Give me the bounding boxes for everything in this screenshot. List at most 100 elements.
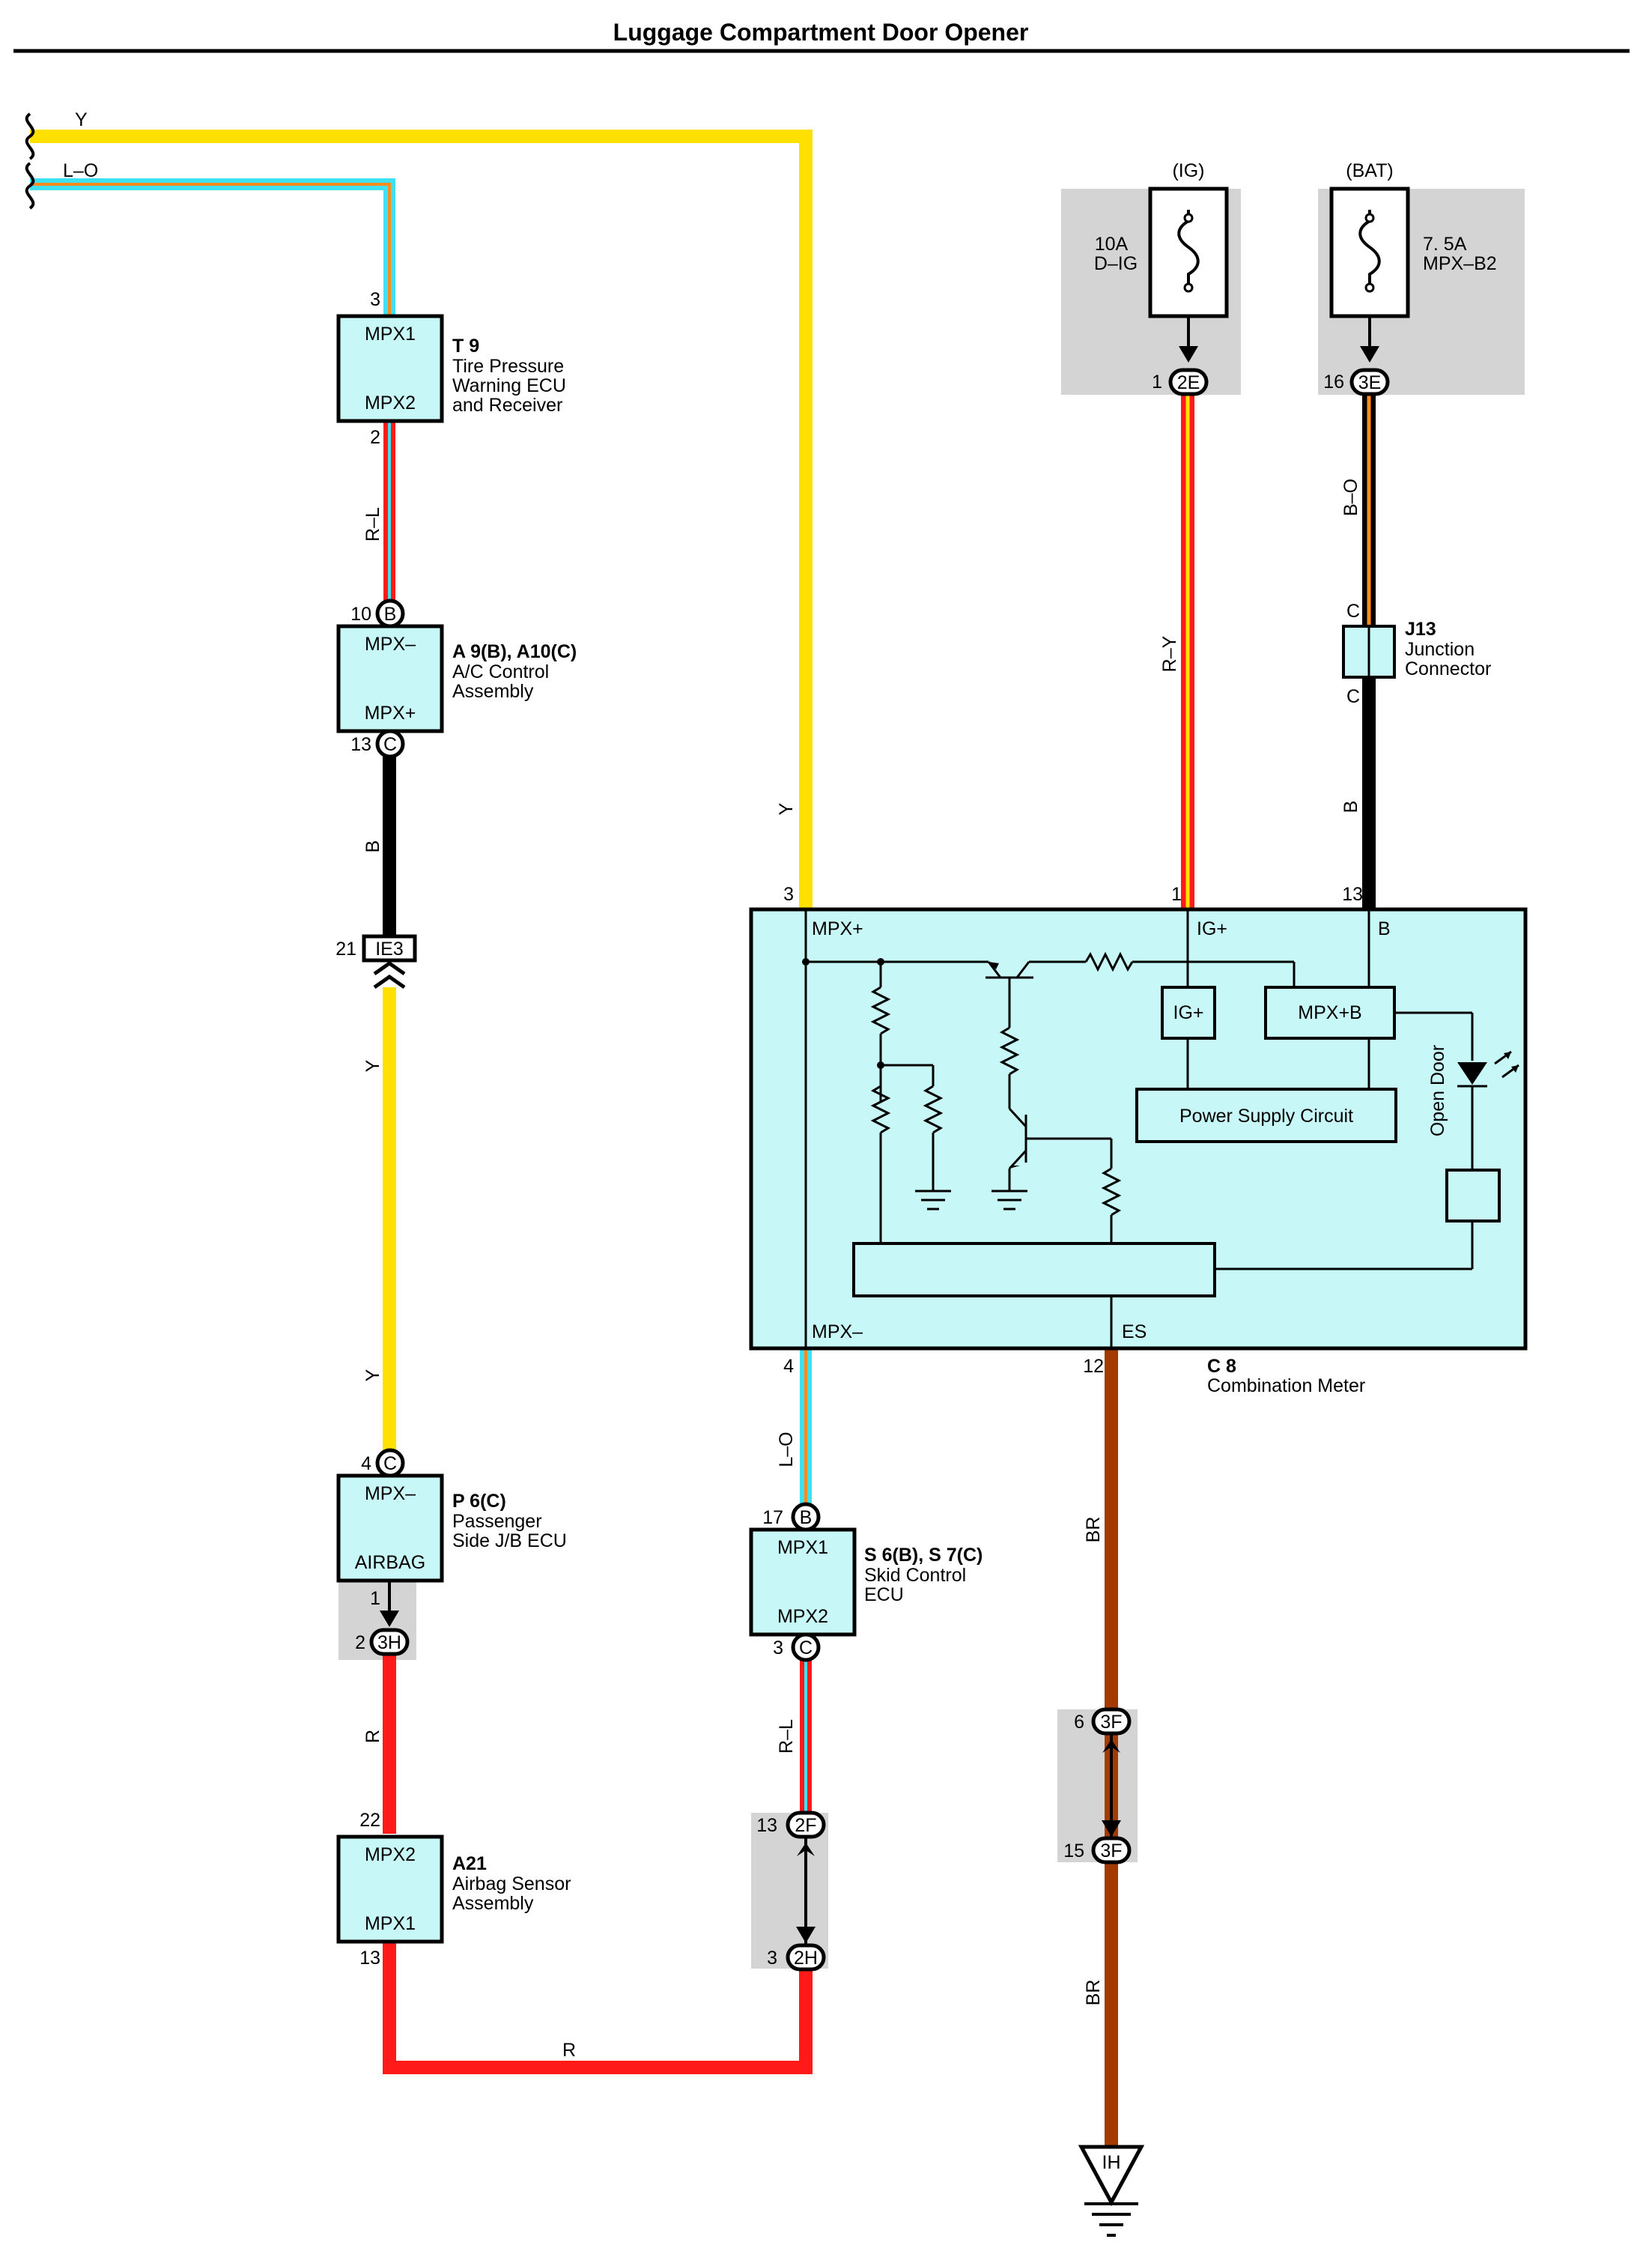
s6-connector-bottom	[791, 1632, 821, 1662]
fuse-ig-rating: 10A	[1095, 234, 1129, 255]
c8-open-door: Open Door	[1427, 1045, 1448, 1136]
wire-label-y-left2: Y	[362, 1369, 383, 1381]
a21-pin-top: 22	[359, 1810, 380, 1831]
component-c8: 3 1 13 4 12 MPX+ IG+ B MPX– ES C 8 Combi…	[749, 884, 1528, 1396]
c8-transistor-2-icon	[1008, 1107, 1111, 1191]
t9-code: T 9	[452, 336, 479, 357]
component-p6: C 4 MPX– AIRBAG 1 3H 2 P 6(C) Passenger …	[336, 1448, 567, 1656]
s6-pin-bottom: 3	[773, 1637, 783, 1658]
connector-ie3: IE3 21	[335, 934, 417, 990]
c8-inner-ig: IG+	[1173, 1002, 1204, 1023]
p6-3h-pin: 2	[355, 1632, 365, 1653]
page-title: Luggage Compartment Door Opener	[613, 19, 1029, 46]
ground-ih-label: IH	[1102, 2152, 1121, 2173]
c8-ig-plus: IG+	[1197, 918, 1227, 939]
fuse-ig-arrow-icon	[1179, 346, 1198, 363]
connector-2h-pin: 3	[767, 1948, 777, 1969]
wire-label-br1: BR	[1083, 1517, 1104, 1543]
a9-desc2: Assembly	[452, 681, 534, 702]
component-a21: MPX2 MPX1 22 13 A21 Airbag Sensor Assemb…	[336, 1810, 571, 1969]
wire-label-br2: BR	[1083, 1980, 1104, 2006]
wire-label-lo-top: L–O	[63, 160, 98, 181]
c8-mpx-minus: MPX–	[812, 1321, 863, 1342]
j13-code: J13	[1405, 619, 1436, 640]
ie3-chevron-icon	[373, 960, 406, 990]
fuse-bat-connector	[1349, 368, 1390, 396]
wire-label-ry: R–Y	[1159, 635, 1180, 672]
t9-top-terminal: MPX1	[365, 324, 416, 345]
wire-label-y-mid: Y	[776, 802, 797, 815]
a9-pin-bottom: 13	[350, 734, 371, 755]
connector-3f-chevron-icon	[1102, 1739, 1120, 1753]
p6-bottom-terminal: AIRBAG	[355, 1552, 425, 1573]
wire-label-bo: B–O	[1340, 479, 1361, 516]
connector-3f-bottom-pin: 15	[1063, 1840, 1084, 1861]
fuse-bat-rating: 7. 5A	[1423, 234, 1467, 255]
p6-code: P 6(C)	[452, 1491, 506, 1512]
c8-b: B	[1378, 918, 1391, 939]
p6-top-terminal: MPX–	[365, 1483, 416, 1504]
ie3-label: IE3	[375, 939, 404, 960]
c8-ground-1-icon	[915, 1190, 951, 1211]
p6-3h-connector	[369, 1628, 410, 1656]
s6-connector-top	[791, 1502, 821, 1532]
connector-2h-arrow-icon	[796, 1927, 816, 1943]
wire-label-y-left1: Y	[362, 1059, 383, 1072]
connector-2h	[786, 1943, 826, 1972]
ground-ih: IH	[1078, 2145, 1145, 2237]
p6-conn-top-label: C	[383, 1453, 397, 1474]
3f-connector-block	[1057, 1709, 1138, 1862]
connector-3f-pair: 3F 6 3F 15	[1063, 1707, 1132, 1864]
ie3-pin: 21	[335, 939, 356, 960]
c8-transistor-1-icon	[986, 960, 1086, 979]
a21-top-terminal: MPX2	[365, 1844, 416, 1865]
connector-2h-label: 2H	[794, 1948, 818, 1969]
s6-code: S 6(B), S 7(C)	[864, 1545, 983, 1566]
t9-pin-top: 3	[370, 289, 380, 310]
s6-top-terminal: MPX1	[777, 1537, 828, 1558]
p6-3h-label: 3H	[377, 1632, 401, 1653]
p6-arrow-icon	[380, 1611, 399, 1627]
c8-mpx-plus: MPX+	[812, 918, 863, 939]
fuse-bat: (BAT) 7. 5A MPX–B2 16 3E	[1323, 160, 1497, 396]
wire-label-y-top: Y	[75, 109, 88, 130]
connector-2f-2h: 2F 13 2H 3	[756, 1811, 826, 1972]
s6-bottom-terminal: MPX2	[777, 1606, 828, 1627]
c8-internal-circuit: IG+ MPX+ B Power Supply Circuit Open Door	[802, 909, 1519, 1348]
c8-pin-mpx-plus: 3	[783, 884, 794, 905]
a21-bottom-terminal: MPX1	[365, 1913, 416, 1934]
component-t9: MPX1 MPX2 3 2 T 9 Tire Pressure Warning …	[336, 289, 566, 448]
a21-desc1: Airbag Sensor	[452, 1873, 571, 1894]
a9-desc1: A/C Control	[452, 661, 549, 682]
c8-psu: Power Supply Circuit	[1179, 1106, 1353, 1127]
a9-connector-top	[375, 599, 405, 628]
fuse-bat-name: MPX–B2	[1423, 253, 1497, 274]
c8-open-door-led-icon	[1457, 1050, 1519, 1088]
t9-desc2: Warning ECU	[452, 375, 566, 396]
component-j13: C C J13 Junction Connector	[1342, 601, 1491, 707]
wire-label-rl-t9: R–L	[362, 507, 383, 542]
t9-bottom-terminal: MPX2	[365, 393, 416, 413]
break-mark-y	[25, 112, 35, 160]
j13-pin-top: C	[1346, 601, 1360, 622]
j13-desc1: Junction	[1405, 639, 1475, 660]
s6-desc1: Skid Control	[864, 1565, 966, 1586]
connector-3f-top-pin: 6	[1074, 1712, 1084, 1733]
wire-label-r-bottom: R	[562, 2040, 576, 2061]
p6-pin-top: 4	[361, 1453, 371, 1474]
t9-desc3: and Receiver	[452, 395, 562, 416]
c8-pin-mpx-minus: 4	[783, 1356, 794, 1377]
s6-conn-top-label: B	[800, 1507, 813, 1528]
fuse-ig-name: D–IG	[1094, 253, 1138, 274]
c8-ground-2-icon	[991, 1190, 1027, 1211]
wire-label-lo-mid: L–O	[776, 1431, 797, 1467]
c8-es: ES	[1122, 1321, 1147, 1342]
a21-desc2: Assembly	[452, 1893, 534, 1914]
fuse-ig-source: (IG)	[1172, 160, 1204, 181]
fuse-ig: (IG) 10A D–IG 1 2E	[1094, 160, 1229, 396]
fuse-bat-source: (BAT)	[1346, 160, 1393, 181]
c8-code: C 8	[1207, 1356, 1236, 1377]
connector-3f-top-label: 3F	[1100, 1712, 1122, 1733]
ground-ih-triangle-icon	[1078, 2145, 1145, 2207]
